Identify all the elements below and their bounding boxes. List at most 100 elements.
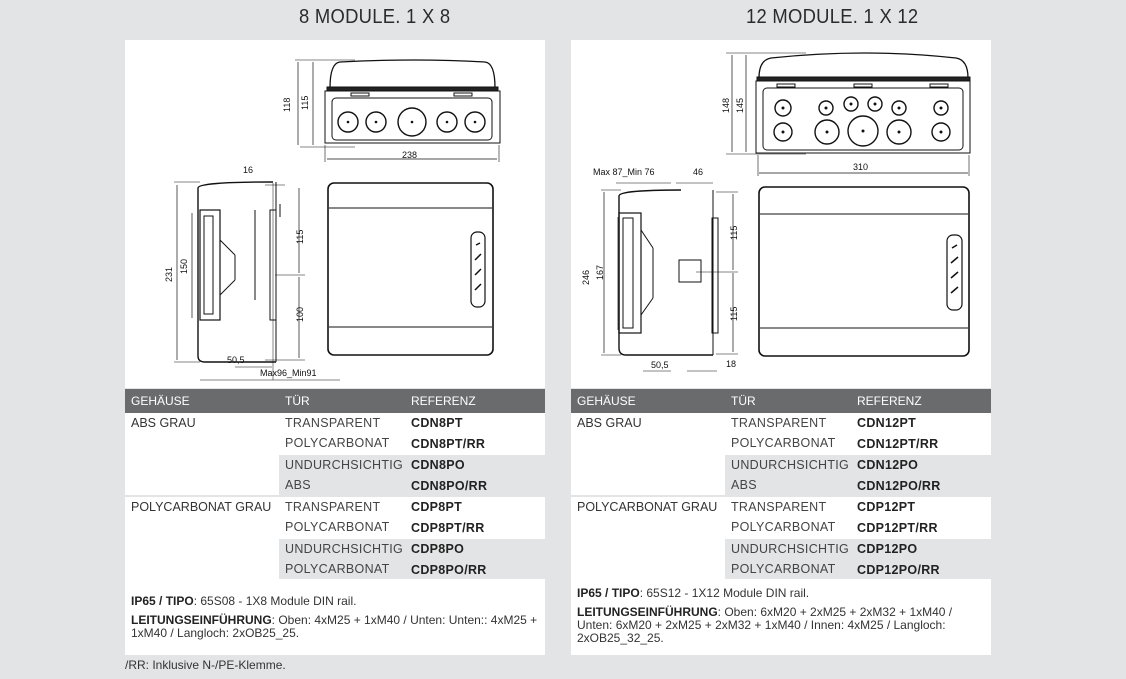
reference-cell: CDP8PO/RR [411, 563, 487, 577]
reference-cell: CDN8PT/RR [411, 437, 486, 451]
door-cell: TRANSPARENT [285, 416, 381, 430]
dim-depth-front: 50,5 [651, 360, 669, 370]
dim-lower: 100 [295, 307, 305, 322]
dim-depth-top: 16 [243, 165, 253, 175]
door-cell: TRANSPARENT [731, 416, 827, 430]
housing-cell: POLYCARBONAT GRAU [577, 500, 718, 514]
product-title-12-module: 12 MODULE. 1 X 12 [746, 6, 919, 28]
footnote: /RR: Inklusive N-/PE-Klemme. [125, 658, 286, 672]
dim-height-total: 118 [282, 98, 292, 112]
entry-label: LEITUNGSEINFÜHRUNG [577, 605, 718, 619]
table-row: POLYCARBONAT GRAU TRANSPARENT CDP12PT [571, 497, 991, 517]
side-view-8 [174, 181, 340, 381]
door-cell: POLYCARBONAT [731, 436, 836, 450]
door-cell: UNDURCHSICHTIG [285, 458, 404, 472]
ip-value: : 65S12 - 1X12 Module DIN rail. [639, 586, 810, 600]
dim-width: 310 [853, 162, 868, 172]
dim-depth-bottom: 18 [726, 359, 736, 369]
column-header: REFERENZ [857, 394, 922, 408]
dim-depth-front: 50,5 [227, 355, 245, 365]
dim-height-body: 115 [300, 96, 310, 110]
reference-cell: CDN8PO [411, 458, 465, 472]
dim-depth-top: 46 [693, 167, 703, 177]
reference-cell: CDN8PO/RR [411, 479, 488, 493]
door-cell: TRANSPARENT [285, 500, 381, 514]
table-row: ABS GRAU TRANSPARENT CDN8PT [125, 413, 545, 433]
product-title-8-module: 8 MODULE. 1 X 8 [299, 6, 451, 28]
door-cell: ABS [731, 478, 757, 492]
dim-height-body: 145 [735, 98, 745, 113]
door-cell: POLYCARBONAT [731, 520, 836, 534]
dim-height-231: 231 [164, 267, 174, 282]
housing-cell: ABS GRAU [131, 416, 196, 430]
reference-cell: CDP12PT/RR [857, 521, 938, 535]
technical-drawing-8-module: 118 115 238 16 [125, 40, 545, 388]
reference-cell: CDN12PO [857, 458, 919, 472]
dim-height-246: 246 [581, 270, 591, 285]
table-row: UNDURCHSICHTIG CDN8PO [125, 455, 545, 475]
front-view-12 [758, 186, 970, 357]
door-cell: TRANSPARENT [731, 500, 827, 514]
reference-cell: CDN12PT/RR [857, 437, 939, 451]
door-cell: UNDURCHSICHTIG [285, 542, 404, 556]
reference-cell: CDN12PT [857, 416, 917, 430]
housing-cell: POLYCARBONAT GRAU [131, 500, 272, 514]
door-cell: POLYCARBONAT [285, 436, 390, 450]
reference-cell: CDP12PT [857, 500, 916, 514]
column-header: GEHÄUSE [131, 394, 190, 408]
top-view-8 [295, 59, 501, 162]
notes-12-module: IP65 / TIPO: 65S12 - 1X12 Module DIN rai… [571, 579, 991, 655]
column-header: TÜR [731, 394, 756, 408]
table-row: POLYCARBONAT CDP12PT/RR [571, 517, 991, 537]
ip-value: : 65S08 - 1X8 Module DIN rail. [193, 594, 357, 608]
table-row: POLYCARBONAT CDN12PT/RR [571, 433, 991, 453]
reference-cell: CDP8PO [411, 542, 465, 556]
dim-depth-range: Max96_Min91 [260, 368, 317, 378]
table-row: POLYCARBONAT CDP8PO/RR [125, 559, 545, 579]
table-row: POLYCARBONAT CDP12PO/RR [571, 559, 991, 579]
door-cell: ABS [285, 478, 311, 492]
reference-cell: CDP8PT/RR [411, 521, 485, 535]
entry-value: : Oben: 6xM20 + 2xM25 + 2xM32 + 1xM40 / … [577, 605, 953, 645]
reference-cell: CDN8PT [411, 416, 463, 430]
ip-label: IP65 / TIPO [131, 594, 194, 608]
reference-cell: CDP12PO/RR [857, 563, 940, 577]
door-block: ABS GRAU TRANSPARENT CDN8PT POLYCARBONAT CDN… [125, 413, 545, 453]
door-cell: UNDURCHSICHTIG [731, 542, 850, 556]
reference-cell: CDP8PT [411, 500, 463, 514]
table-row: POLYCARBONAT GRAU TRANSPARENT CDP8PT [125, 497, 545, 517]
table-header: GEHÄUSE TÜR REFERENZ [571, 389, 991, 413]
entry-value: : Oben: 4xM25 + 1xM40 / Unten: Unten:: 4… [131, 613, 538, 640]
technical-drawing-12-module: 148 145 310 Max 87_Min 76 46 [571, 40, 991, 388]
door-cell: POLYCARBONAT [731, 562, 836, 576]
table-row: POLYCARBONAT CDN8PT/RR [125, 433, 545, 453]
dim-depth-range: Max 87_Min 76 [593, 167, 655, 177]
dim-height-total: 148 [721, 98, 731, 113]
dim-upper: 115 [295, 230, 305, 244]
door-cell: POLYCARBONAT [285, 562, 390, 576]
door-block: UNDURCHSICHTIG CDP8PO POLYCARBONAT CDP8PO/R… [125, 537, 545, 579]
housing-group: ABS GRAU TRANSPARENT CDN8PT POLYCARBONAT CDN… [125, 413, 545, 495]
notes-8-module: IP65 / TIPO: 65S08 - 1X8 Module DIN rail… [125, 579, 545, 655]
dim-upper: 115 [729, 226, 739, 240]
dim-din-height: 167 [595, 265, 605, 280]
column-header: REFERENZ [411, 394, 476, 408]
ip-label: IP65 / TIPO [577, 586, 640, 600]
column-header: GEHÄUSE [577, 394, 636, 408]
reference-cell: CDN12PO/RR [857, 479, 941, 493]
entry-label: LEITUNGSEINFÜHRUNG [131, 613, 272, 627]
